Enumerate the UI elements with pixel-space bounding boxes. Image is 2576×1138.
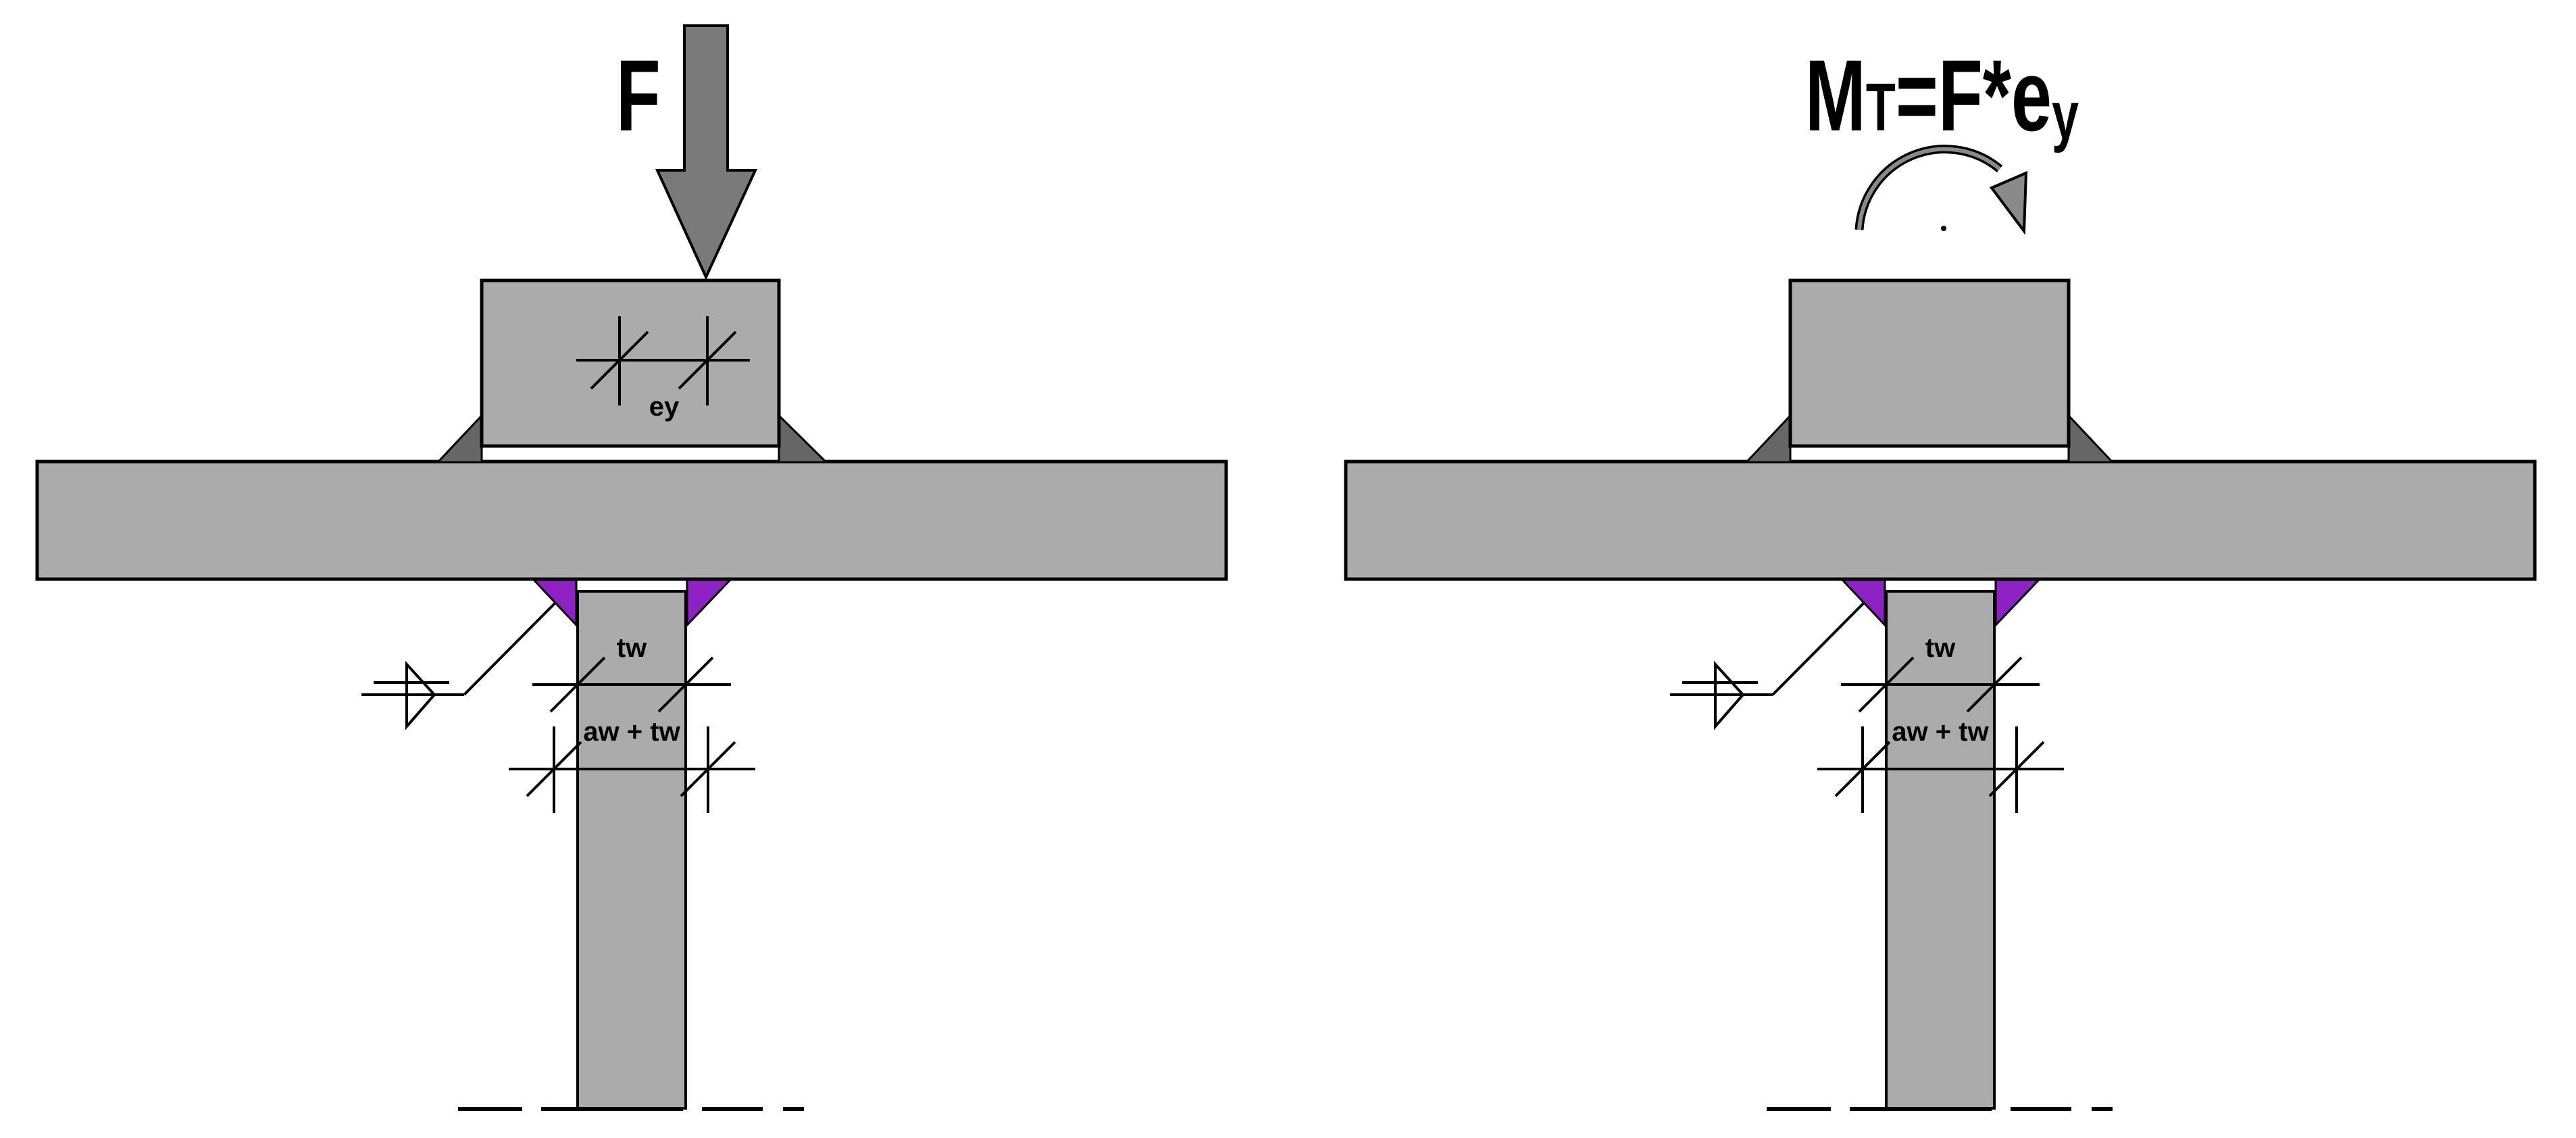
rotation-arrow-icon bbox=[1854, 145, 2028, 235]
left-fillet-weld-right bbox=[686, 578, 733, 628]
diagram-right-torsional-moment: MT=F*ey tw aw + tw bbox=[1344, 39, 2537, 1111]
formula-sub-y: y bbox=[2052, 78, 2079, 153]
aw-tw-dimension-right-diagram bbox=[1817, 726, 2064, 813]
left-fillet-weld-left bbox=[531, 578, 578, 628]
tw-dimension-right-diagram bbox=[1841, 656, 2040, 713]
formula-M: M bbox=[1805, 39, 1866, 153]
ey-dimension-label: ey bbox=[649, 392, 680, 422]
left-column-web bbox=[576, 590, 687, 1110]
moment-formula: MT=F*ey bbox=[1805, 39, 2079, 153]
weld-symbol-icon-right-diagram bbox=[1670, 601, 1865, 731]
rotation-center-dot bbox=[1941, 226, 1946, 231]
left-block-weld-triangle-left bbox=[435, 413, 483, 464]
formula-sub-T: T bbox=[1866, 70, 1896, 145]
left-bearing-block bbox=[480, 278, 781, 448]
rotation-arrow-head bbox=[1989, 170, 2028, 235]
formula-mid: =F*e bbox=[1896, 39, 2052, 153]
moment-formula-group: MT=F*ey bbox=[1805, 39, 2079, 153]
right-fillet-weld-right bbox=[1994, 578, 2042, 628]
tw-label-right-diagram: tw bbox=[1925, 633, 1956, 663]
diagram-left-eccentric-force: F ey tw aw + tw bbox=[35, 24, 1228, 1111]
aw-tw-label-right-diagram: aw + tw bbox=[1892, 717, 1989, 747]
tw-dimension-left-diagram bbox=[532, 656, 731, 713]
tw-label-left-diagram: tw bbox=[617, 633, 647, 663]
force-label-group: F bbox=[616, 39, 661, 153]
right-block-weld-triangle-right bbox=[2067, 413, 2115, 464]
force-label: F bbox=[616, 39, 661, 153]
right-fillet-weld-left bbox=[1840, 578, 1886, 628]
weld-symbol-icon-left-diagram bbox=[361, 601, 557, 731]
aw-tw-dimension-left-diagram bbox=[509, 726, 755, 813]
left-block-weld-triangle-right bbox=[778, 413, 829, 464]
force-arrow-icon bbox=[655, 24, 758, 280]
left-flange-plate bbox=[35, 460, 1228, 581]
right-column-web bbox=[1885, 590, 1996, 1110]
right-flange-plate bbox=[1344, 460, 2537, 581]
right-bearing-block bbox=[1788, 278, 2071, 448]
right-block-weld-triangle-left bbox=[1744, 413, 1792, 464]
ey-dimension bbox=[576, 316, 750, 405]
aw-tw-label-left-diagram: aw + tw bbox=[583, 717, 680, 747]
